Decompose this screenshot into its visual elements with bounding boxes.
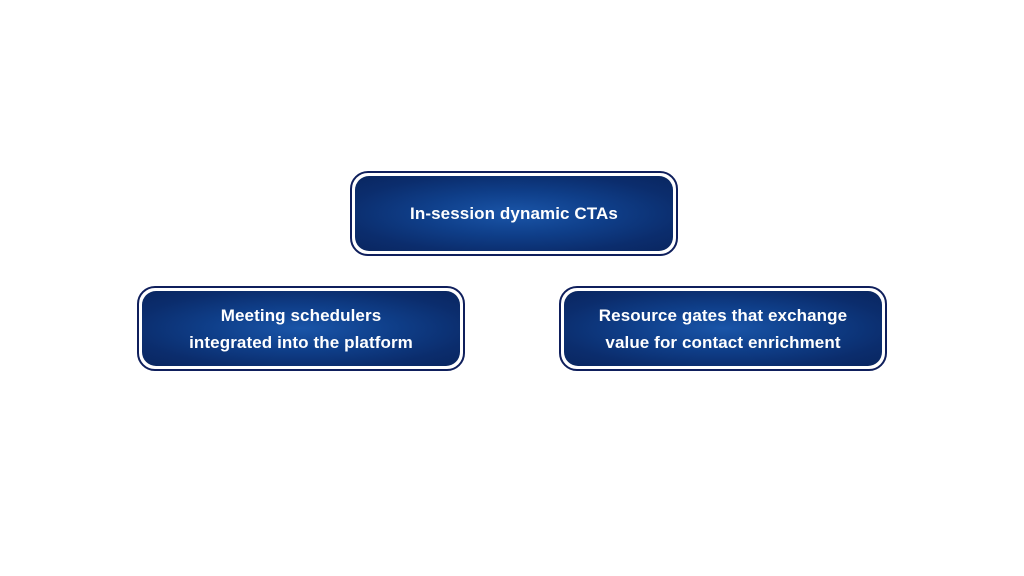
node-in-session-dynamic-ctas: In-session dynamic CTAs <box>350 171 678 256</box>
node-label-line: Meeting schedulers <box>220 305 382 325</box>
node-meeting-schedulers: Meeting schedulers integrated into the p… <box>137 286 465 371</box>
node-label: Meeting schedulers integrated into the p… <box>179 302 423 356</box>
node-fill: Resource gates that exchange value for c… <box>564 291 882 366</box>
node-fill: Meeting schedulers integrated into the p… <box>142 291 460 366</box>
node-label-line: In-session dynamic CTAs <box>410 204 618 223</box>
node-label-line: value for contact enrichment <box>605 332 841 352</box>
node-label: Resource gates that exchange value for c… <box>589 302 857 356</box>
node-resource-gates: Resource gates that exchange value for c… <box>559 286 887 371</box>
node-label-line: Resource gates that exchange <box>598 305 848 325</box>
node-label: In-session dynamic CTAs <box>400 200 628 227</box>
node-fill: In-session dynamic CTAs <box>355 176 673 251</box>
node-label-line: integrated into the platform <box>189 332 413 352</box>
